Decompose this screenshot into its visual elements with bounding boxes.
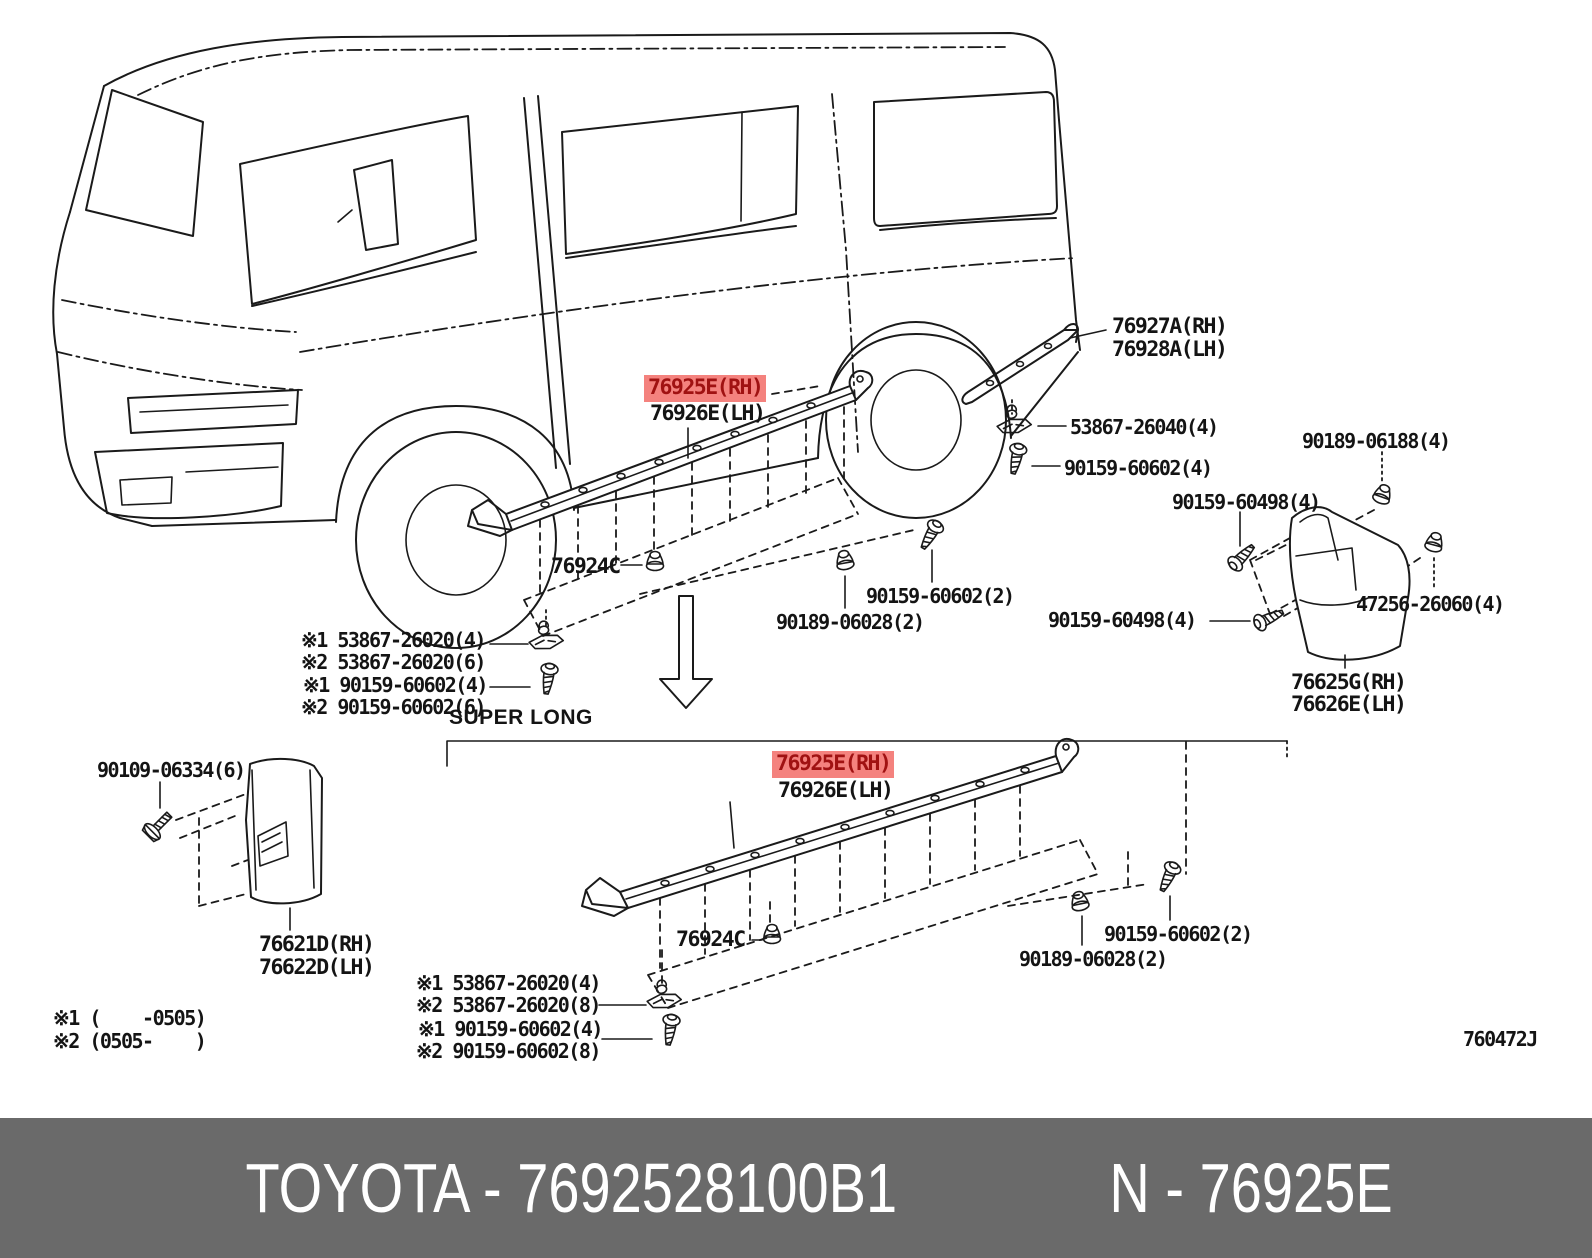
- part-label-76622d-lh: 76622D(LH): [259, 955, 375, 980]
- rear-mudguard-upper: [1249, 506, 1421, 661]
- drawing-number: 760472J: [1463, 1027, 1538, 1051]
- part-label-76925e-rh-upper-highlighted: 76925E(RH): [644, 375, 767, 402]
- part-label-90189-06028-lower: 90189-06028(2): [1019, 947, 1168, 971]
- part-label-90159-60602-2-upper: 90159-60602(2): [866, 584, 1015, 608]
- part-label-90159-60602-4: 90159-60602(4): [1064, 456, 1213, 480]
- note-label-lower-4: ※2 90159-60602(8): [416, 1039, 601, 1063]
- down-arrow: [659, 595, 713, 709]
- leader-lines: [159, 329, 1346, 1040]
- part-label-47256-26060: 47256-26060(4): [1356, 592, 1505, 616]
- note-label-upper-1: ※1 53867-26020(4): [301, 628, 486, 652]
- part-label-76625g-rh: 76625G(RH): [1291, 670, 1407, 695]
- upper-sill-moulding: [467, 370, 915, 637]
- super-long-bracket: [446, 740, 1288, 767]
- footnote-2: ※2 (0505- ): [53, 1029, 207, 1053]
- note-label-upper-2: ※2 53867-26020(6): [301, 650, 486, 674]
- part-label-76925e-rh-lower-highlighted: 76925E(RH): [772, 751, 895, 778]
- part-label-76924c-lower: 76924C: [676, 927, 746, 952]
- part-label-90189-06028-upper: 90189-06028(2): [776, 610, 925, 634]
- part-label-90109-06334: 90109-06334(6): [97, 758, 246, 782]
- part-label-76924c-upper: 76924C: [551, 554, 621, 579]
- front-mudguard-lower: [175, 757, 323, 907]
- note-label-upper-3: ※1 90159-60602(4): [303, 673, 488, 697]
- part-label-90159-60498-b: 90159-60498(4): [1048, 608, 1197, 632]
- note-label-lower-2: ※2 53867-26020(8): [416, 993, 601, 1017]
- part-label-90159-60498-a: 90159-60498(4): [1172, 490, 1321, 514]
- dotted-leaders: [545, 399, 1435, 629]
- section-label-super-long: SUPER LONG: [449, 706, 593, 729]
- part-label-76927a-rh: 76927A(RH): [1112, 314, 1228, 339]
- parts-diagram-stage: 76927A(RH) 76928A(LH) 53867-26040(4) 901…: [52, 32, 1539, 1063]
- part-label-53867-26040: 53867-26040(4): [1070, 415, 1219, 439]
- part-label-76928a-lh: 76928A(LH): [1112, 337, 1228, 362]
- footnote-1: ※1 ( -0505): [53, 1006, 207, 1030]
- part-label-76926e-lh-upper: 76926E(LH): [650, 401, 766, 426]
- lower-sill-moulding: [581, 738, 1187, 1009]
- part-label-76926e-lh-lower: 76926E(LH): [778, 778, 894, 803]
- part-label-90159-60602-2-lower: 90159-60602(2): [1104, 922, 1253, 946]
- part-label-90189-06188: 90189-06188(4): [1302, 429, 1451, 453]
- note-label-upper-4: ※2 90159-60602(6): [301, 695, 486, 719]
- banner-reference-part-number: N - 76925E: [1109, 1149, 1393, 1227]
- banner-brand-part-number: TOYOTA - 7692528100B1: [245, 1149, 898, 1227]
- parts-diagram-canvas: [52, 32, 1446, 1047]
- part-label-76626e-lh: 76626E(LH): [1291, 692, 1407, 717]
- note-label-lower-3: ※1 90159-60602(4): [418, 1017, 603, 1041]
- part-label-76621d-rh: 76621D(RH): [259, 932, 375, 957]
- part-number-banner: TOYOTA - 7692528100B1 N - 76925E: [0, 1118, 1592, 1258]
- van-line-art: [52, 32, 1081, 649]
- note-label-lower-1: ※1 53867-26020(4): [416, 971, 601, 995]
